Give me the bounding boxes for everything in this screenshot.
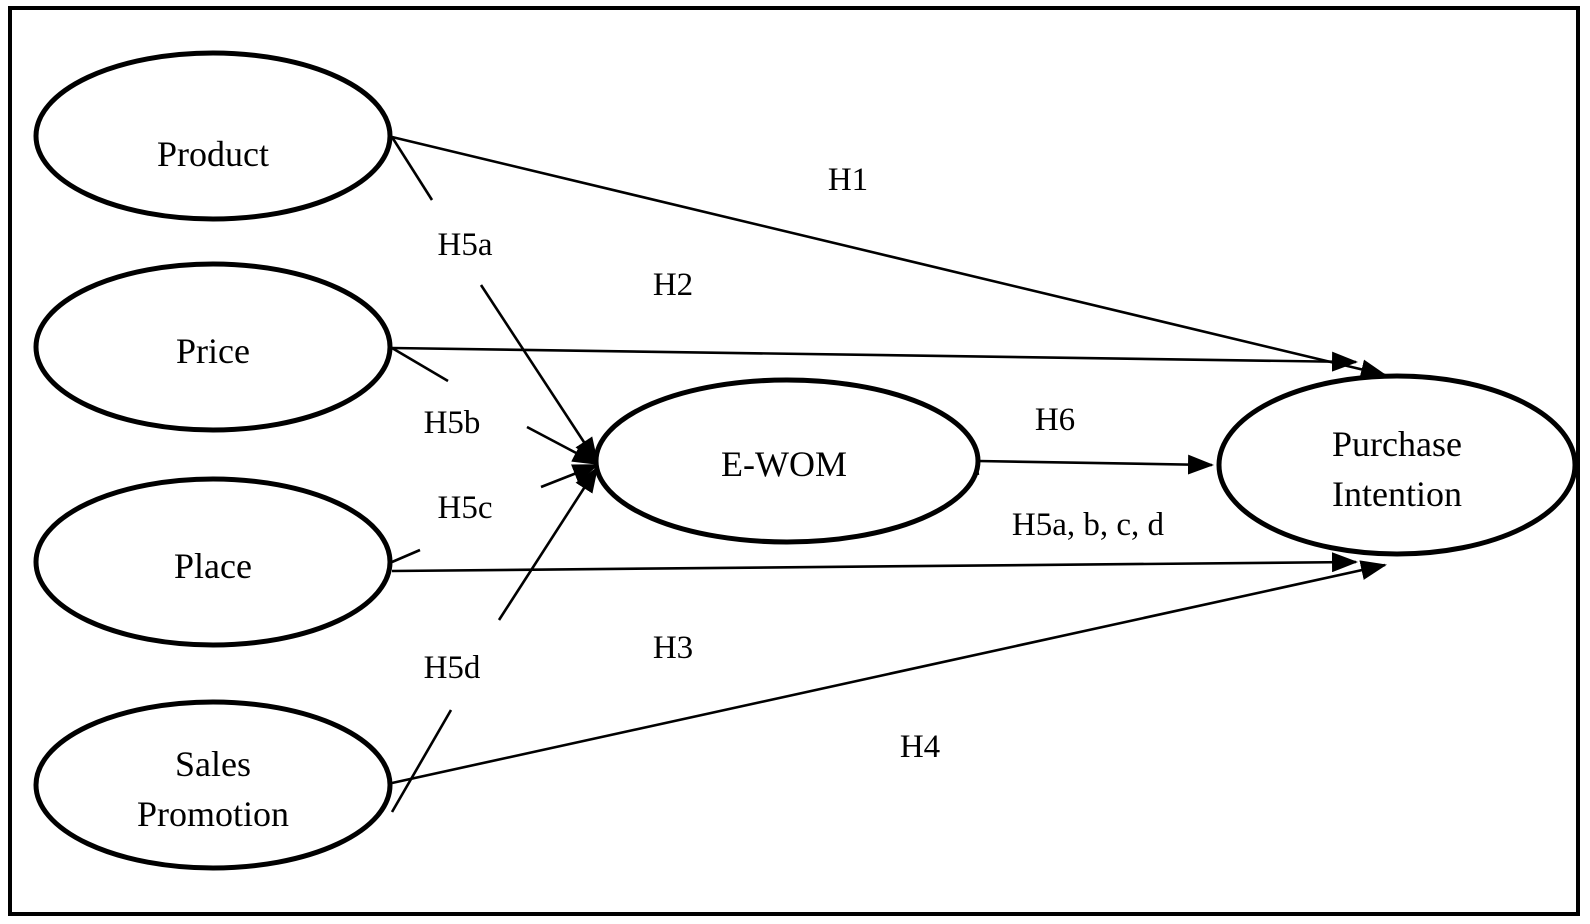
edge-product-to-ewom bbox=[479, 284, 599, 464]
node-label-place: Place bbox=[174, 546, 252, 586]
edge-sales-promotion-to-purchase-intention bbox=[391, 560, 1387, 785]
hypothesis-label-h5c: H5c bbox=[438, 490, 493, 526]
node-label-sales-promotion-line2: Promotion bbox=[137, 794, 289, 834]
hypothesis-label-h4: H4 bbox=[900, 729, 940, 765]
node-label-purchase-intention-line1: Purchase bbox=[1332, 424, 1462, 464]
node-place bbox=[33, 476, 393, 648]
edge-place-to-purchase-intention bbox=[391, 552, 1358, 573]
node-label-price: Price bbox=[176, 331, 250, 371]
node-sales-promotion bbox=[33, 699, 393, 871]
node-ewom bbox=[593, 377, 981, 545]
edge-product-to-ewom-start bbox=[390, 136, 434, 201]
hypothesis-label-h5a: H5a bbox=[438, 227, 493, 263]
node-product bbox=[33, 50, 393, 222]
hypothesis-label-h6: H6 bbox=[1035, 402, 1075, 438]
diagram-frame bbox=[8, 6, 1580, 916]
edge-price-to-ewom bbox=[526, 425, 599, 466]
node-label-sales-promotion-line1: Sales bbox=[175, 744, 251, 784]
edge-place-to-ewom bbox=[540, 463, 599, 489]
node-label-purchase-intention-line2: Intention bbox=[1332, 474, 1462, 514]
edge-sales-promotion-to-ewom-start bbox=[390, 709, 453, 813]
hypothesis-label-h5d: H5d bbox=[424, 650, 481, 686]
node-purchase-intention bbox=[1216, 373, 1578, 557]
edge-ewom-to-purchase-intention bbox=[977, 454, 1214, 475]
hypothesis-label-h5-all: H5a, b, c, d bbox=[1012, 507, 1165, 543]
edge-price-to-purchase-intention bbox=[391, 346, 1358, 372]
hypothesis-label-h1: H1 bbox=[828, 162, 868, 198]
node-price bbox=[33, 261, 393, 433]
edge-place-to-ewom-start bbox=[391, 548, 421, 564]
hypothesis-label-h3: H3 bbox=[653, 630, 693, 666]
node-label-product: Product bbox=[157, 134, 269, 174]
hypothesis-label-h5b: H5b bbox=[424, 405, 481, 441]
edge-product-to-purchase-intention bbox=[391, 135, 1387, 380]
edge-sales-promotion-to-ewom bbox=[497, 466, 599, 621]
hypothesis-label-h2: H2 bbox=[653, 267, 693, 303]
edge-price-to-ewom-start bbox=[391, 346, 449, 383]
node-label-ewom: E-WOM bbox=[721, 444, 847, 484]
